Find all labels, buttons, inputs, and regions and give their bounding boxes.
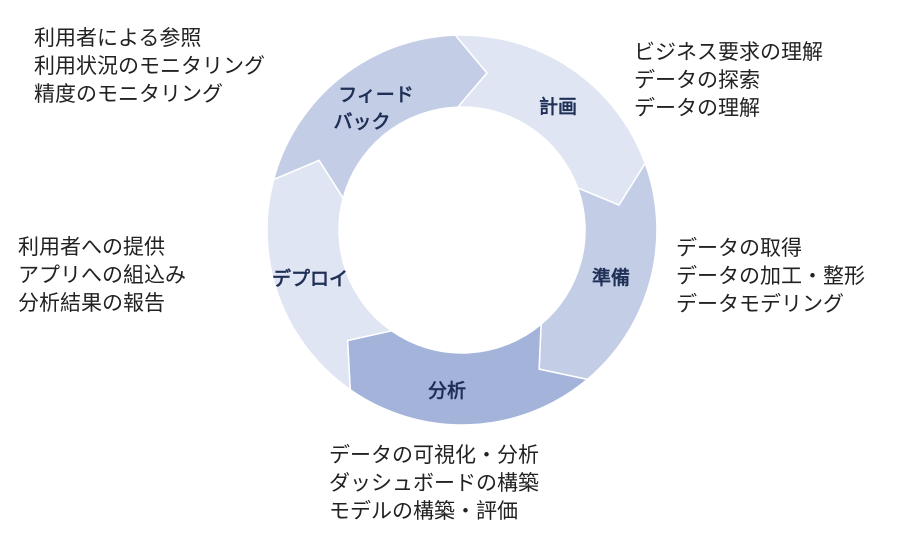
notes-deploy: 利用者への提供 アプリへの組込み 分析結果の報告 [18, 233, 186, 317]
note-line: ビジネス要求の理解 [634, 40, 823, 64]
note-line: データの理解 [634, 96, 760, 120]
note-line: ダッシュボードの構築 [329, 471, 539, 495]
notes-analysis: データの可視化・分析 ダッシュボードの構築 モデルの構築・評価 [329, 441, 539, 525]
stage-label-feedback-line2: バック [333, 111, 390, 133]
note-line: モデルの構築・評価 [329, 499, 518, 523]
stage-label-plan: 計画 [539, 95, 577, 118]
note-line: 精度のモニタリング [34, 82, 223, 106]
note-line: アプリへの組込み [18, 263, 186, 287]
notes-prepare: データの取得 データの加工・整形 データモデリング [676, 234, 865, 318]
segment-feedback [272, 34, 488, 201]
stage-label-prepare: 準備 [592, 266, 630, 289]
notes-plan: ビジネス要求の理解 データの探索 データの理解 [634, 38, 823, 122]
note-line: データの可視化・分析 [329, 443, 539, 467]
note-line: データモデリング [676, 292, 844, 316]
stage-label-analysis: 分析 [428, 379, 466, 402]
note-line: 利用状況のモニタリング [34, 54, 265, 78]
notes-feedback: 利用者による参照 利用状況のモニタリング 精度のモニタリング [34, 24, 265, 108]
note-line: 利用者への提供 [18, 235, 165, 259]
stage-label-deploy: デプロイ [272, 267, 348, 290]
note-line: データの加工・整形 [676, 264, 865, 288]
stage-label-feedback-line1: フィード [338, 84, 414, 106]
segment-plan [453, 34, 647, 207]
note-line: データの取得 [676, 236, 802, 260]
note-line: 分析結果の報告 [18, 291, 165, 315]
note-line: 利用者による参照 [34, 26, 202, 50]
note-line: データの探索 [634, 68, 760, 92]
